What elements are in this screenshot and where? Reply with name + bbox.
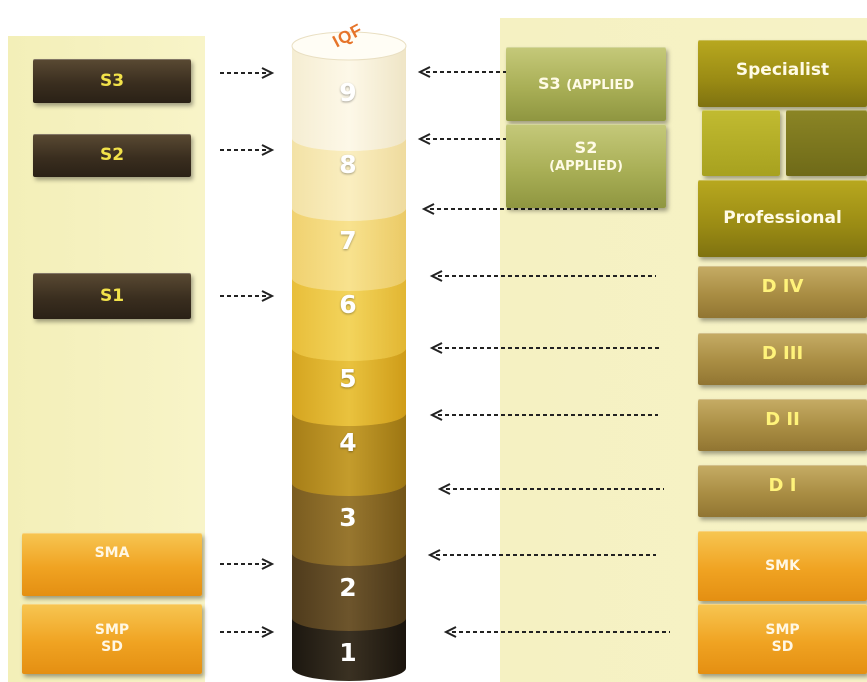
arrow-s3-applied	[417, 66, 506, 78]
s1-label: S1	[99, 285, 125, 306]
arrow-d4	[429, 270, 656, 282]
sd-right-label: SD	[771, 639, 794, 655]
s3-label: S3	[99, 70, 125, 91]
s3-applied-main: S3	[537, 74, 561, 94]
arrow-d1	[437, 483, 664, 495]
iqf-cylinder	[291, 31, 407, 681]
level-4: 4	[339, 428, 357, 457]
smp-sd-right-box: SMP SD	[698, 604, 867, 674]
s2-applied-main: S2	[574, 138, 598, 157]
arrow-smk	[427, 549, 656, 561]
professional-box: Professional	[698, 180, 867, 257]
d4-label: D IV	[761, 276, 804, 297]
s3-applied-sub: (APPLIED	[566, 78, 635, 94]
d1-box: D I	[698, 465, 867, 517]
sd-left-label: SD	[101, 639, 123, 655]
level-9: 9	[339, 78, 357, 107]
level-3: 3	[339, 503, 357, 532]
arrow-smp-right	[443, 626, 670, 638]
d3-box: D III	[698, 333, 867, 385]
smp-right-label: SMP	[765, 622, 800, 639]
middle-right-tile	[786, 110, 867, 176]
d3-label: D III	[761, 343, 804, 364]
s3-applied-label: S3 (APPLIED	[538, 74, 634, 94]
arrow-s1	[220, 290, 275, 302]
sma-label: SMA	[94, 545, 130, 561]
arrow-d3	[429, 342, 662, 354]
d2-box: D II	[698, 399, 867, 451]
arrow-sma	[220, 558, 275, 570]
d2-label: D II	[765, 409, 800, 430]
middle-left-tile	[702, 110, 780, 176]
arrow-s3	[220, 67, 275, 79]
level-2: 2	[339, 573, 357, 602]
arrow-s2-applied	[417, 133, 506, 145]
specialist-box: Specialist	[698, 40, 867, 107]
arrow-professional	[421, 203, 658, 215]
smp-sd-left-box: SMP SD	[22, 604, 202, 674]
s3-applied-box: S3 (APPLIED	[506, 47, 666, 121]
specialist-label: Specialist	[735, 60, 830, 80]
sma-box: SMA	[22, 533, 202, 596]
arrow-d2	[429, 409, 658, 421]
professional-label: Professional	[723, 208, 842, 229]
level-1: 1	[339, 638, 357, 667]
arrow-smp-left	[220, 626, 275, 638]
s2-box: S2	[33, 134, 191, 177]
smk-label: SMK	[765, 557, 800, 574]
s2-applied-box: S2 (APPLIED)	[506, 124, 666, 208]
arrow-s2	[220, 144, 275, 156]
s3-box: S3	[33, 59, 191, 103]
smk-box: SMK	[698, 531, 867, 601]
s2-label: S2	[99, 145, 125, 166]
level-6: 6	[339, 290, 357, 319]
d4-box: D IV	[698, 266, 867, 318]
level-7: 7	[339, 226, 357, 255]
level-8: 8	[339, 150, 357, 179]
d1-label: D I	[768, 475, 797, 496]
level-5: 5	[339, 364, 357, 393]
s1-box: S1	[33, 273, 191, 319]
s2-applied-sub: (APPLIED)	[549, 159, 623, 175]
smp-left-label: SMP	[94, 622, 130, 639]
